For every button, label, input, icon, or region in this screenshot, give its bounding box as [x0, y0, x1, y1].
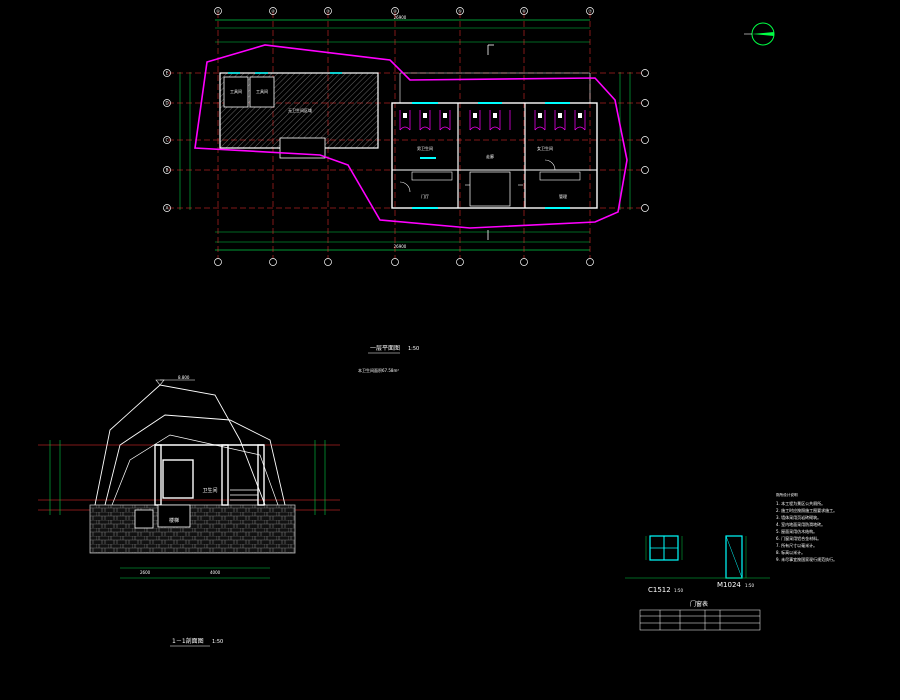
plan-title: 一层平面图: [370, 345, 400, 352]
notes-line: 9. 未尽事宜按国家现行规范执行。: [776, 557, 838, 562]
window-m-label: M1024: [717, 581, 741, 589]
notes-line: 5. 屋面采用仿木结构。: [776, 529, 818, 534]
section-scale: 1:50: [212, 639, 223, 645]
svg-text:③: ③: [326, 9, 330, 14]
section-dim-2: 4000: [210, 570, 221, 575]
room-storage-1: 工具间: [230, 88, 242, 94]
svg-text:①: ①: [216, 9, 220, 14]
notes-line: 4. 室内地面采用防滑地砖。: [776, 522, 826, 527]
window-m-scale: 1:50: [745, 583, 754, 588]
plan-area-note: 本卫生间面积67.58m²: [358, 367, 399, 373]
notes-line: 7. 所有尺寸以毫米计。: [776, 543, 818, 548]
overall-dim-top: 26900: [394, 15, 407, 20]
site-boundary: [194, 44, 628, 229]
svg-text:D: D: [165, 101, 168, 106]
notes-line: 8. 标高以米计。: [776, 550, 806, 555]
notes-line: 6. 门窗采用铝合金材料。: [776, 536, 822, 541]
svg-text:E: E: [166, 71, 169, 76]
axis-labels: ① ② ③ ④ ⑤ ⑥ ⑦ E D C B A: [165, 9, 592, 211]
north-arrow: [744, 22, 775, 46]
svg-text:②: ②: [271, 9, 275, 14]
ground-foundation: [89, 504, 296, 554]
section-room-2: 楼梯: [169, 517, 179, 524]
svg-text:⑥: ⑥: [522, 9, 526, 14]
room-storage-2: 工具间: [256, 88, 268, 94]
room-hatched-area: 无卫生间区域: [288, 107, 312, 113]
room-female: 女卫生间: [537, 145, 553, 151]
svg-text:④: ④: [393, 9, 397, 14]
notes-line: 1. 本工程为景区公共厕所。: [776, 501, 826, 506]
overall-dim-bottom: 26900: [394, 244, 407, 249]
notes-list: 1. 本工程为景区公共厕所。 2. 施工时应按照施工图要求施工。 3. 墙体采用…: [776, 500, 894, 695]
wc-building: [391, 102, 598, 209]
design-notes: 厕所设计说明: [776, 492, 798, 497]
floor-plan: 26900 26900: [163, 7, 649, 266]
section-dim-1: 2600: [140, 570, 151, 575]
room-entry-left: 门厅: [421, 193, 429, 199]
window-c-scale: 1:50: [674, 588, 683, 593]
door-window-table: [639, 609, 761, 631]
room-hall: 走廊: [486, 153, 494, 159]
door-m1024: [725, 535, 747, 579]
notes-line: 2. 施工时应按照施工图要求施工。: [776, 508, 838, 513]
plan-scale: 1:50: [408, 346, 419, 352]
svg-text:C: C: [166, 138, 169, 143]
notes-line: 3. 墙体采用页岩砖砌筑。: [776, 515, 822, 520]
room-entry-right: 管理: [559, 193, 567, 199]
svg-text:B: B: [166, 168, 169, 173]
section-title: 1－1剖面图: [172, 637, 204, 645]
svg-text:A: A: [166, 206, 169, 211]
section-room-1: 卫生间: [202, 487, 217, 494]
elevation-top: 8.800: [178, 375, 190, 380]
door-window-table-title: 门窗表: [690, 600, 708, 608]
svg-text:⑤: ⑤: [458, 9, 462, 14]
window-c1512: [645, 535, 683, 561]
window-c-label: C1512: [648, 586, 671, 594]
notes-heading: 厕所设计说明: [776, 492, 798, 497]
room-male: 男卫生间: [417, 145, 433, 151]
section-1-1: 2600 4000 卫生间 楼梯 8.800: [38, 375, 340, 579]
svg-text:⑦: ⑦: [588, 9, 592, 14]
